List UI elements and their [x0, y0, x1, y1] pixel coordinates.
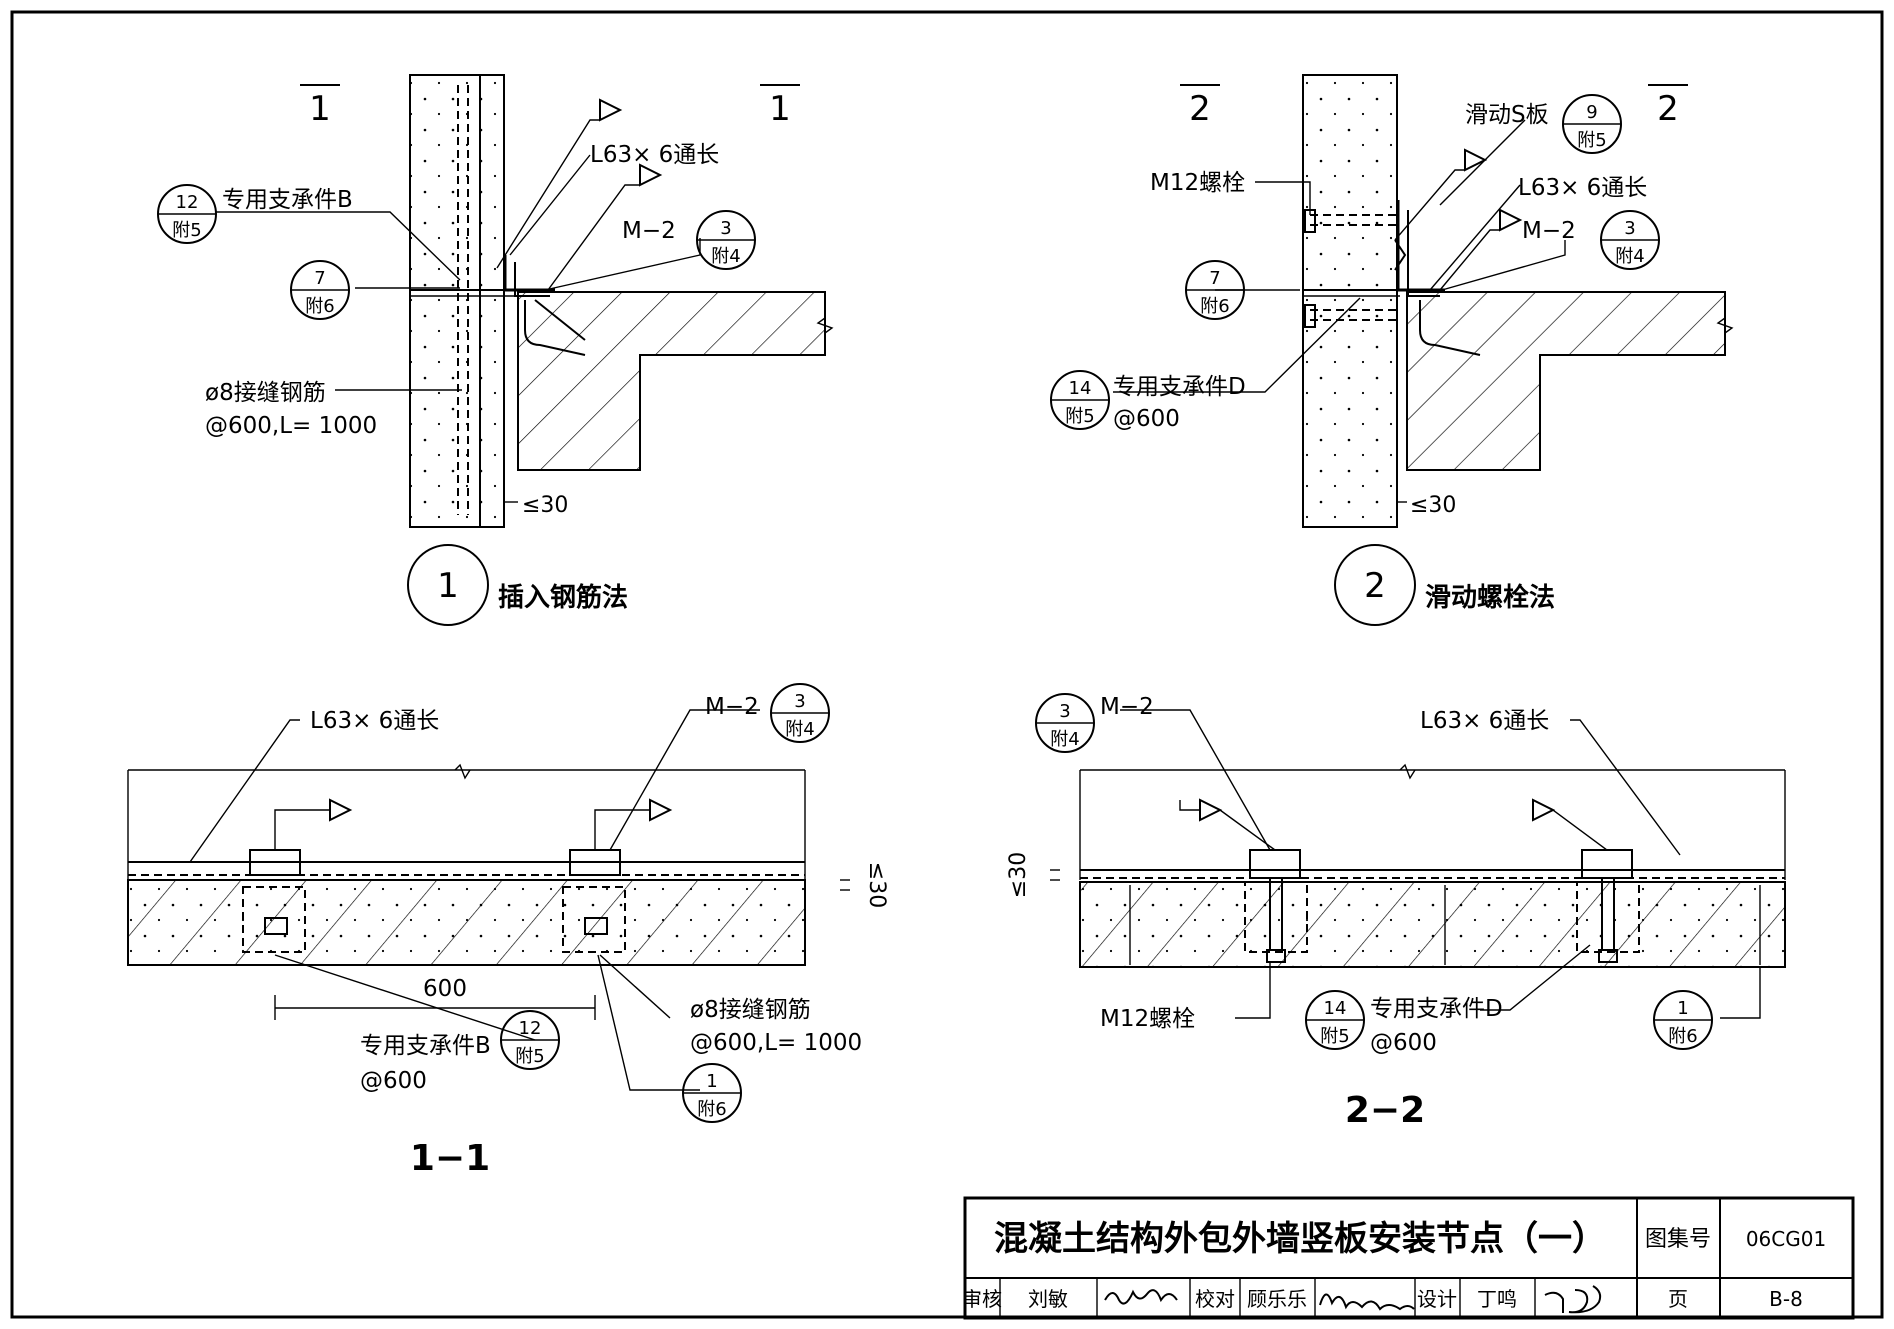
s22-ref1-top: 1	[1677, 998, 1688, 1019]
s11-title: 1−1	[410, 1138, 490, 1179]
d2-cut-mark-left: 2	[1189, 89, 1211, 129]
d1-ref7-bot: 附6	[305, 296, 334, 317]
d1-m2-ref-bot: 附4	[711, 246, 740, 267]
d2-ref7-bot: 附6	[1200, 296, 1229, 317]
d1-gap: ≤30	[522, 493, 568, 518]
s11-ref1-top: 1	[706, 1071, 717, 1092]
title-block	[963, 1196, 1855, 1320]
d1-cut-mark-right: 1	[769, 89, 791, 129]
d1-angle-label: L63× 6通长	[590, 142, 719, 168]
d1-m2-ref-top: 3	[720, 218, 731, 239]
d2-m2-label: M−2	[1522, 218, 1576, 244]
s11-supportB-label: 专用支承件B	[360, 1033, 491, 1059]
s22-ref1-bot: 附6	[1668, 1026, 1697, 1047]
d2-angle-label: L63× 6通长	[1518, 175, 1647, 201]
s11-supportB-spacing: @600	[360, 1068, 427, 1094]
s11-m2-label: M−2	[705, 694, 759, 720]
d2-supportD-spacing: @600	[1113, 406, 1180, 432]
section-1-1	[127, 683, 850, 1123]
d1-supportB-ref-top: 12	[176, 192, 199, 213]
s22-m2-ref-bot: 附4	[1050, 729, 1079, 750]
check-label: 校对	[1195, 1287, 1235, 1311]
s11-rebar-spacing: @600,L= 1000	[690, 1030, 862, 1056]
s22-bolt-label: M12螺栓	[1100, 1006, 1195, 1032]
d2-supportD-label: 专用支承件D	[1113, 374, 1246, 400]
d2-m2-ref-top: 3	[1624, 218, 1635, 239]
s11-angle-label: L63× 6通长	[310, 708, 439, 734]
s11-supportB-ref-top: 12	[519, 1018, 542, 1039]
s22-supportD-spacing: @600	[1370, 1030, 1437, 1056]
d2-supportD-ref-bot: 附5	[1065, 406, 1094, 427]
s22-title: 2−2	[1345, 1090, 1425, 1131]
reviewer: 刘敏	[1028, 1287, 1068, 1311]
s22-supportD-ref-bot: 附5	[1320, 1026, 1349, 1047]
design-label: 设计	[1417, 1287, 1457, 1311]
s11-dim: 600	[423, 976, 467, 1002]
d2-s-plate-ref-top: 9	[1586, 102, 1597, 123]
d1-m2-label: M−2	[622, 218, 676, 244]
d1-cut-mark-left: 1	[309, 89, 331, 129]
s22-supportD-label: 专用支承件D	[1370, 996, 1503, 1022]
s11-rebar-label: ø8接缝钢筋	[690, 997, 811, 1023]
d2-title: 滑动螺栓法	[1425, 583, 1555, 613]
d1-rebar-label: ø8接缝钢筋	[205, 380, 326, 406]
review-label: 审核	[962, 1287, 1002, 1311]
d2-supportD-ref-top: 14	[1069, 378, 1092, 399]
d2-m2-ref-bot: 附4	[1615, 246, 1644, 267]
d1-supportB-ref-bot: 附5	[172, 220, 201, 241]
atlas-no-label: 图集号	[1645, 1227, 1711, 1252]
s11-gap: ≤30	[864, 862, 889, 908]
reviewer-signature	[1104, 1289, 1178, 1305]
s11-supportB-ref-bot: 附5	[515, 1046, 544, 1067]
d2-ref7-top: 7	[1209, 268, 1220, 289]
s22-supportD-ref-top: 14	[1324, 998, 1347, 1019]
s11-m2-ref-top: 3	[794, 691, 805, 712]
d1-title-num: 1	[437, 566, 459, 606]
checker: 顾乐乐	[1247, 1287, 1307, 1311]
d2-gap: ≤30	[1410, 493, 1456, 518]
s22-gap: ≤30	[1006, 852, 1031, 898]
s22-m2-ref-top: 3	[1059, 701, 1070, 722]
designer-signature	[1544, 1285, 1602, 1314]
page-label: 页	[1668, 1287, 1688, 1311]
d1-supportB-label: 专用支承件B	[222, 187, 353, 213]
s22-angle-label: L63× 6通长	[1420, 708, 1549, 734]
checker-signature	[1319, 1293, 1415, 1311]
d1-rebar-spacing: @600,L= 1000	[205, 413, 377, 439]
d2-bolt-label: M12螺栓	[1150, 170, 1245, 196]
d1-ref7-top: 7	[314, 268, 325, 289]
s22-m2-label: M−2	[1100, 694, 1154, 720]
detail-1	[157, 74, 834, 626]
drawing-title: 混凝土结构外包外墙竖板安装节点（一）	[994, 1219, 1606, 1259]
d2-s-plate-label: 滑动S板	[1465, 102, 1549, 128]
s11-ref1-bot: 附6	[697, 1099, 726, 1120]
d1-title: 插入钢筋法	[498, 582, 628, 613]
page-number: B-8	[1769, 1287, 1803, 1311]
s11-m2-ref-bot: 附4	[785, 719, 814, 740]
d2-cut-mark-right: 2	[1657, 89, 1679, 129]
detail-2	[1050, 74, 1734, 626]
d2-s-plate-ref-bot: 附5	[1577, 130, 1606, 151]
atlas-no: 06CG01	[1746, 1227, 1826, 1251]
section-2-2	[1035, 693, 1786, 1050]
d2-title-num: 2	[1364, 566, 1386, 606]
sheet-border	[10, 10, 1884, 1319]
designer: 丁鸣	[1477, 1287, 1517, 1311]
